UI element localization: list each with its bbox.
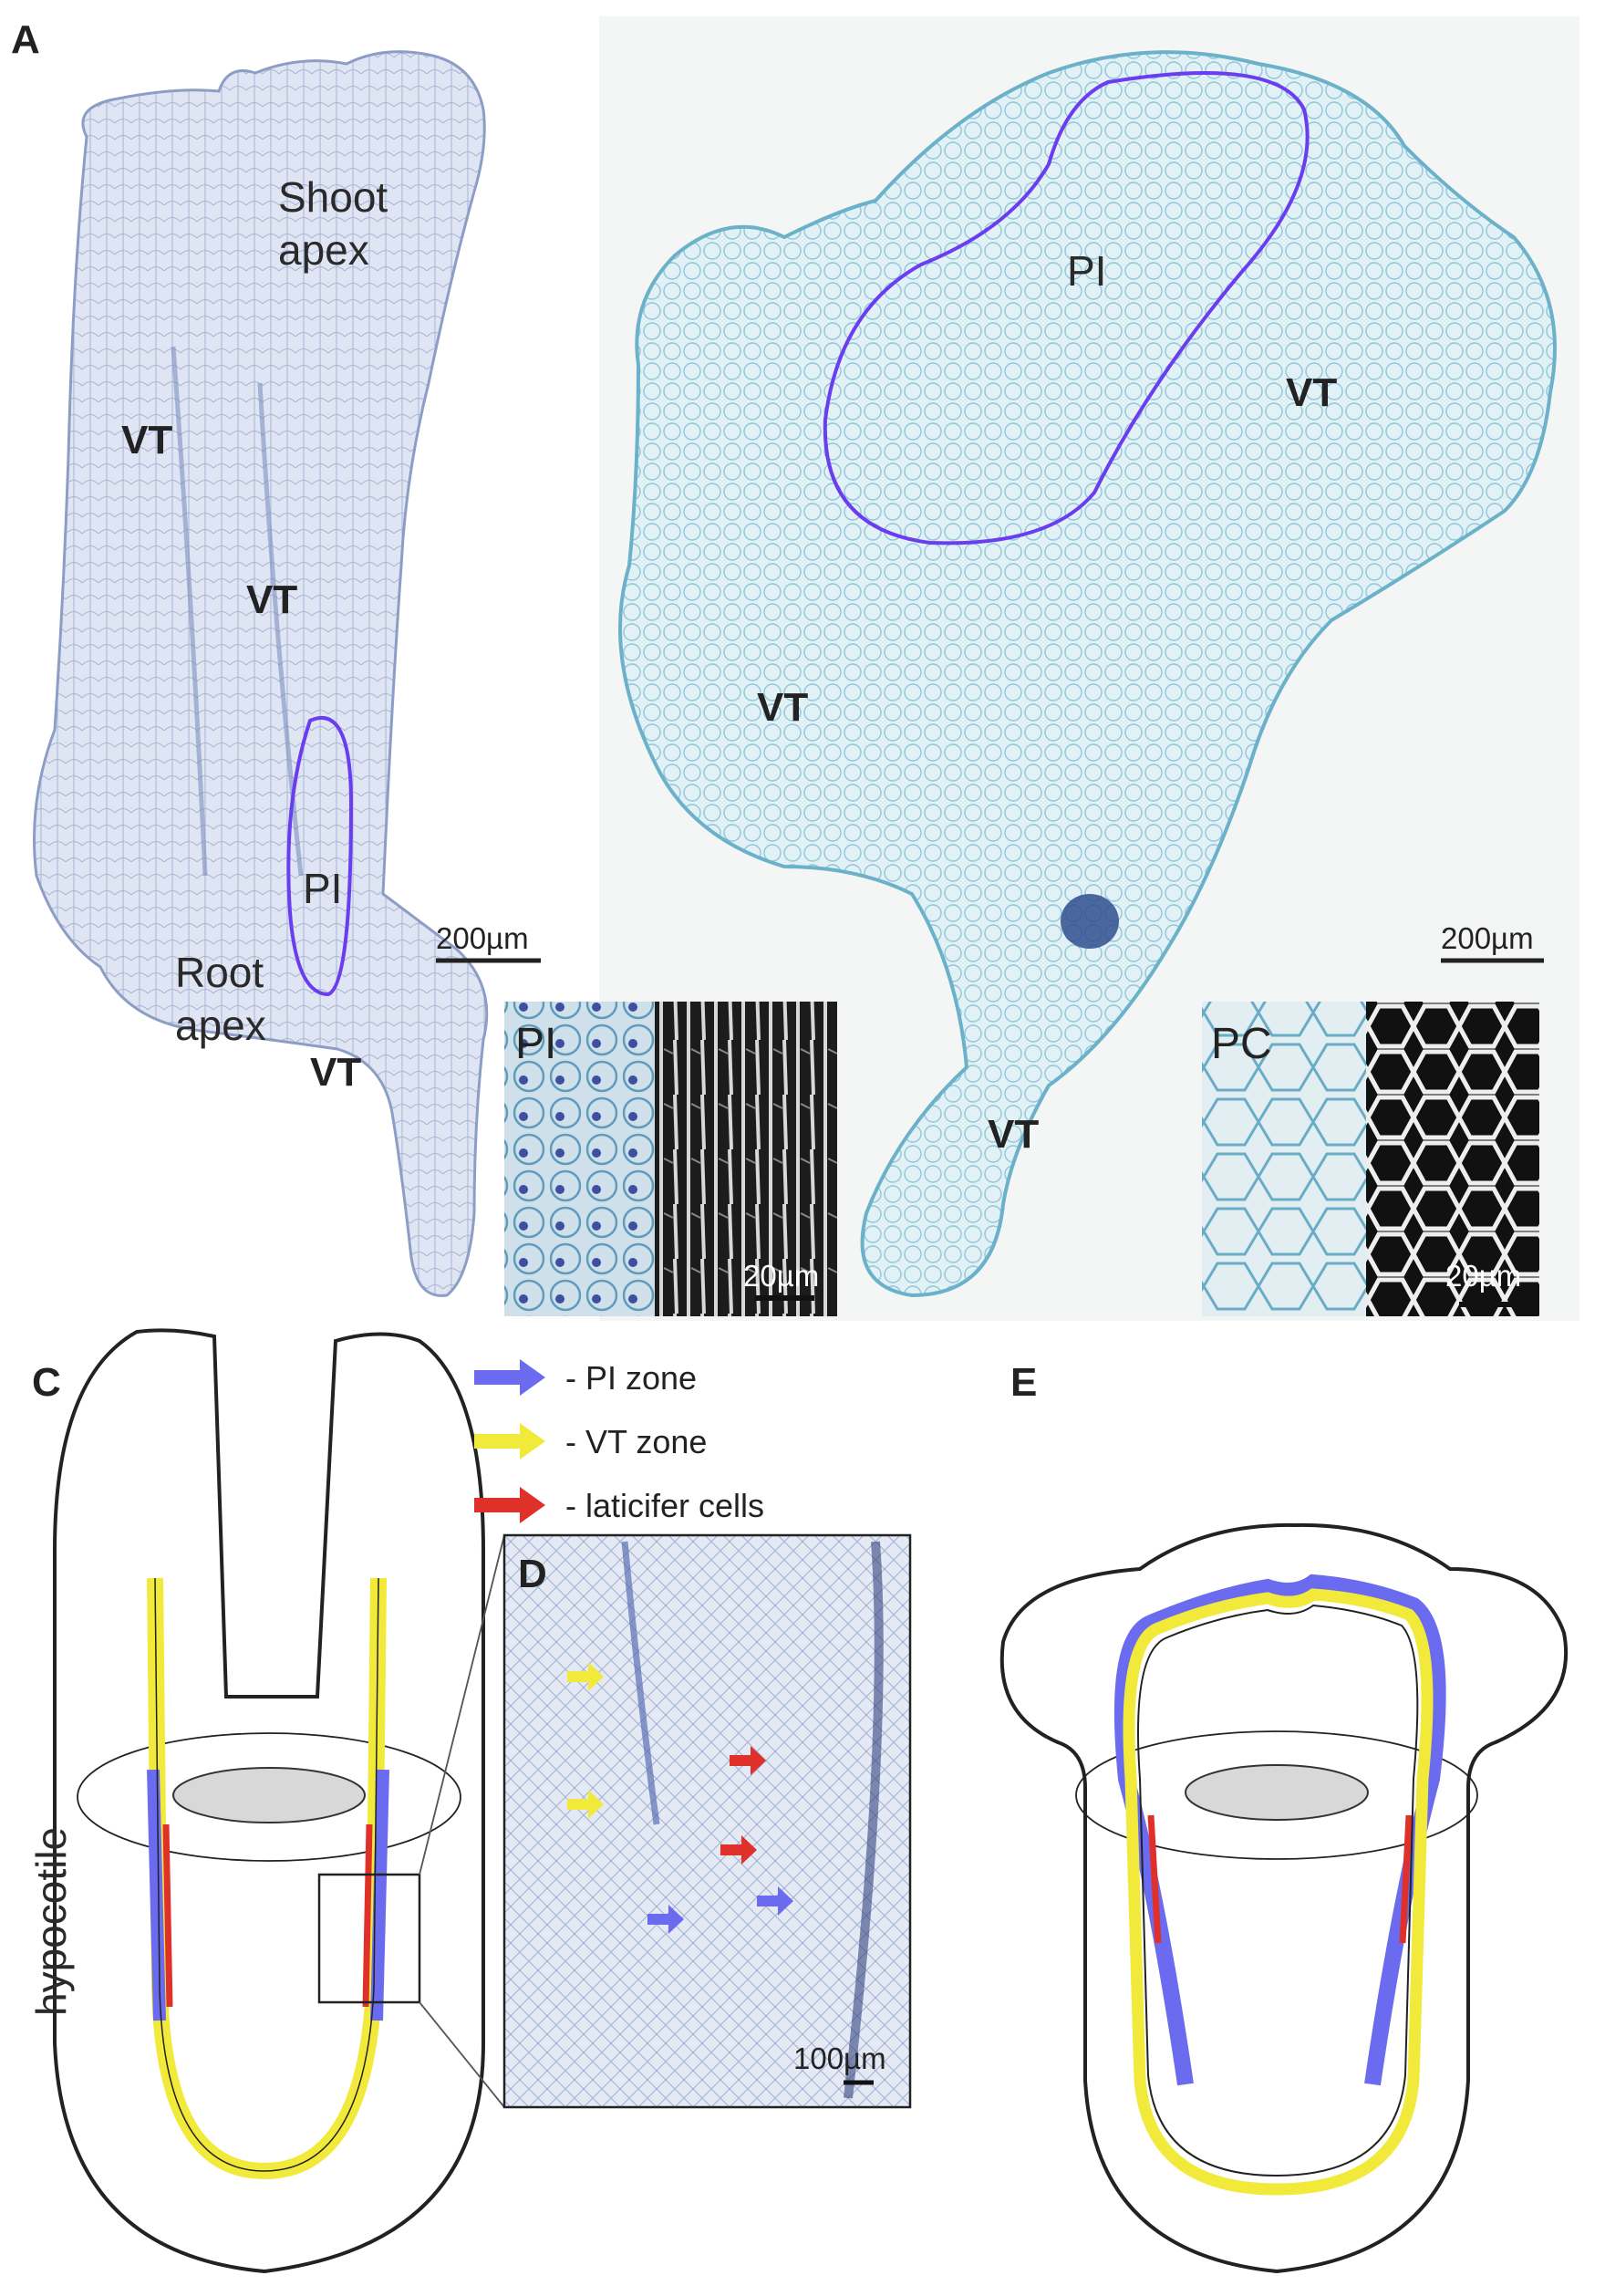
arrow-laticifer-d2 [720,1835,757,1865]
callus-section-b [618,50,1557,1298]
laticifer-c-left [162,1823,173,2008]
label-vt-a1: VT [121,418,172,462]
dark-nodule-b [1061,894,1119,949]
inner-line-e [1137,1604,1419,2177]
legend-label-vt: - VT zone [565,1423,707,1460]
inner-line-c [154,1577,379,2172]
legend-item-laticifer: - laticifer cells [474,1487,764,1524]
laticifer-e-right [1399,1814,1413,1944]
inset-pc: PC 20µm [1202,1002,1539,1316]
arrow-laticifer-d1 [730,1746,766,1775]
label-vt-b1: VT [1286,370,1337,415]
panel-d-letter: D [518,1552,547,1596]
legend-item-vt: - VT zone [474,1423,707,1460]
legend-label-pi: - PI zone [565,1359,697,1397]
panel-d-micrograph [502,1533,912,2109]
cross-section-core-e [1185,1764,1369,1821]
arrow-pi-d2 [757,1886,793,1916]
inset-pc-sem [1366,1002,1539,1316]
zoom-box-c [317,1873,421,2004]
label-pi-a: PI [303,865,342,912]
label-vt-a2: VT [246,577,297,622]
label-shoot-apex-2: apex [278,226,369,274]
zoom-line-top [419,1534,505,1875]
scale-label-a: 200µm [436,921,529,955]
panel-a-micrograph [33,50,489,1297]
arrow-vt-d1 [567,1662,604,1691]
panel-e-diagram [999,1522,1569,2274]
scale-label-b: 200µm [1441,921,1534,955]
vascular-strand-a1 [171,346,208,877]
laticifer-e-left [1147,1814,1162,1944]
legend-arrow-vt [474,1423,545,1460]
laticifer-c-right [362,1823,373,2008]
callus-outline-e [999,1522,1569,2274]
label-vt-b3: VT [988,1112,1039,1157]
epidermis-d [844,1541,884,2099]
inset-pc-scale-label: 20µm [1445,1259,1521,1293]
pi-zone-c-left [147,1769,166,2021]
panel-c-letter: C [32,1360,61,1405]
label-vt-a3: VT [310,1050,361,1095]
inset-pi-scale-label: 20µm [743,1259,819,1293]
panel-d: D 100µm [502,1533,912,2109]
legend-label-laticifer: - laticifer cells [565,1487,764,1524]
panel-e-letter: E [1010,1360,1037,1405]
inset-pi: PI 20µm [504,1002,837,1316]
legend-arrow-pi [474,1359,545,1396]
pi-outline-b [823,71,1310,545]
label-root-apex-2: apex [175,1002,266,1049]
vt-zone-e [1123,1588,1434,2196]
inset-pi-label: PI [515,1020,556,1068]
vascular-strand-d [621,1541,660,1825]
legend: - PI zone - VT zone - laticifer cells [474,1359,764,1524]
pi-zone-c-right [370,1769,389,2021]
panel-c-diagram [53,1328,505,2274]
inset-pi-sem [655,1002,837,1316]
cross-section-ellipse-e [1075,1730,1478,1860]
zoom-line-bottom [419,2001,505,2108]
arrow-pi-d1 [647,1905,684,1934]
arrow-vt-d2 [567,1790,604,1819]
seedling-section-a [33,50,489,1297]
label-pi-b: PI [1067,247,1106,295]
cross-section-core-c [172,1767,366,1823]
legend-arrow-laticifer [474,1487,545,1523]
label-shoot-apex-1: Shoot [278,173,388,221]
pi-outline-a [286,715,354,997]
panel-a-letter: A [11,17,40,62]
cross-section-ellipse-c [77,1732,461,1862]
panel-b-micrograph [618,50,1557,1298]
inset-pc-label: PC [1211,1020,1272,1068]
hypocotile-label: hypocotile [27,1827,75,2016]
label-vt-b2: VT [757,685,808,730]
inset-pi-lm [504,1002,655,1316]
label-root-apex-1: Root [175,949,264,996]
inset-pc-lm [1202,1002,1366,1316]
legend-item-pi: - PI zone [474,1359,697,1397]
scale-label-d: 100µm [793,2041,886,2075]
